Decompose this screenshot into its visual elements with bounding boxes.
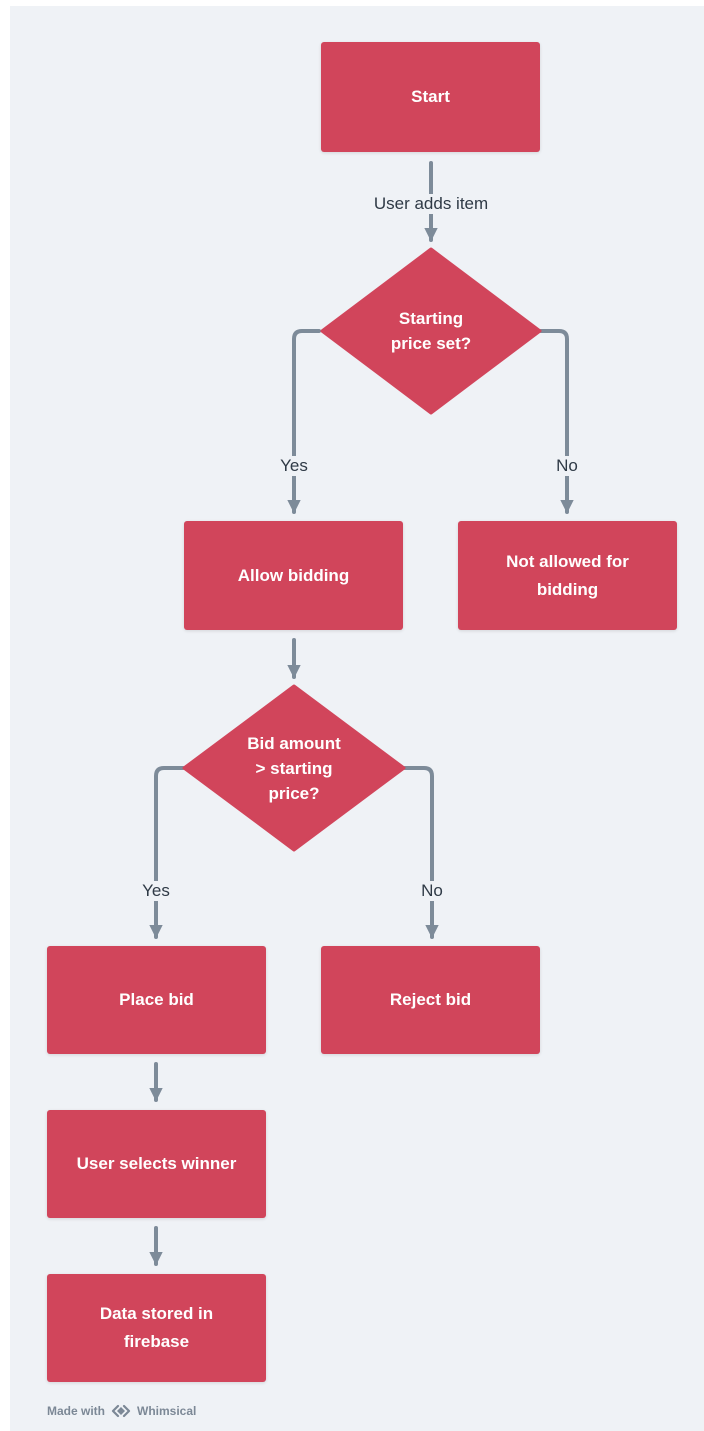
- connector-bid-yes: [149, 766, 185, 939]
- made-with-text: Made with: [47, 1404, 106, 1418]
- connector-price-no: [539, 329, 574, 514]
- connector-bid-no: [403, 766, 439, 939]
- edge-label-price-yes: Yes: [277, 456, 311, 476]
- node-not-allowed: Not allowed for bidding: [458, 521, 677, 630]
- made-with-footer[interactable]: Made with Whimsical: [47, 1403, 196, 1419]
- whimsical-brand-text: Whimsical: [137, 1404, 197, 1418]
- edge-label-price-no: No: [553, 456, 581, 476]
- edge-label-bid-yes: Yes: [139, 881, 173, 901]
- decision-diamond-bid: [182, 684, 406, 852]
- node-user-selects-winner: User selects winner: [47, 1110, 266, 1218]
- whimsical-logo-icon: [111, 1404, 131, 1418]
- node-allow-bidding: Allow bidding: [184, 521, 403, 630]
- connector-price-yes: [287, 329, 321, 514]
- decision-bid-label: Bid amount > starting price?: [247, 733, 341, 803]
- edge-label-bid-no: No: [418, 881, 446, 901]
- node-data-stored: Data stored in firebase: [47, 1274, 266, 1382]
- edge-label-user-adds-item: User adds item: [370, 194, 492, 214]
- decision-diamond-price: [320, 247, 542, 415]
- node-start: Start: [321, 42, 540, 152]
- node-reject-bid: Reject bid: [321, 946, 540, 1054]
- node-place-bid: Place bid: [47, 946, 266, 1054]
- decision-price-label: Starting price set?: [390, 309, 472, 353]
